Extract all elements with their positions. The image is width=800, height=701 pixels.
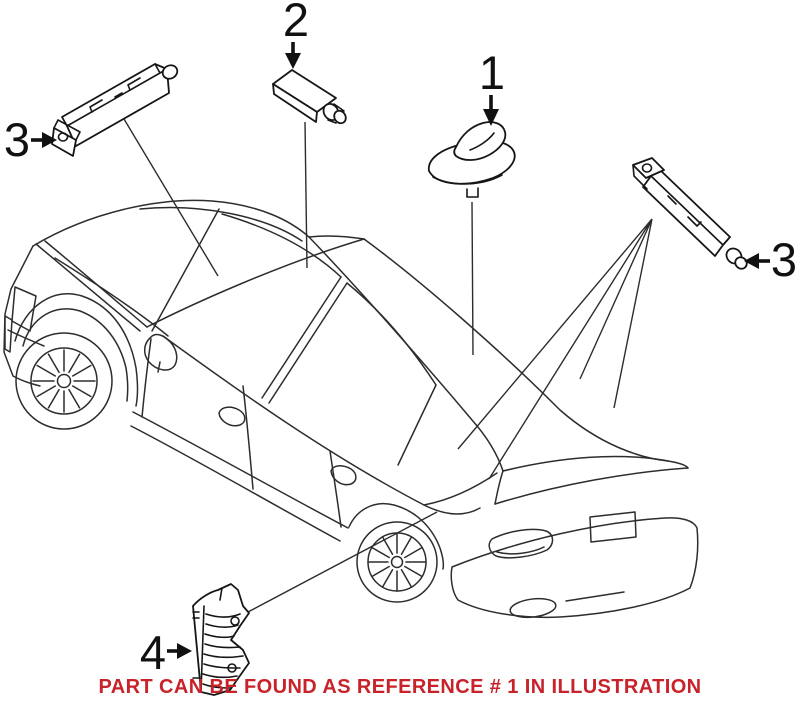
front-door-handle	[218, 406, 246, 427]
rear-door-seam	[329, 450, 342, 528]
front-wheel	[15, 332, 113, 430]
windshield-base	[35, 243, 141, 332]
part-1-roof-fin-antenna	[428, 121, 516, 198]
leader-lines	[123, 118, 653, 613]
arrow-1-icon	[483, 95, 499, 126]
leader-part1	[471, 201, 474, 356]
side-mirror	[143, 333, 178, 371]
hood-crease	[54, 257, 169, 337]
callout-labels: 1 2 3 3 4	[4, 0, 797, 679]
callout-label-3-left: 3	[4, 113, 30, 166]
front-rim	[30, 347, 98, 415]
arrow-2-icon	[285, 42, 301, 69]
tip-cylinder	[161, 64, 179, 80]
reference-caption: PART CAN BE FOUND AS REFERENCE # 1 IN IL…	[98, 676, 702, 698]
front-door-seam	[242, 385, 254, 490]
arrow-3-right-icon	[744, 253, 770, 269]
fin-blade	[453, 121, 507, 161]
rear-wheel-arch	[348, 503, 445, 570]
rear-tire	[356, 521, 438, 603]
exhaust-tip	[509, 597, 557, 619]
callout-label-1: 1	[479, 46, 505, 99]
beltline	[162, 335, 481, 515]
bracket-hole-top	[230, 616, 240, 626]
rocker-panel	[132, 411, 349, 529]
part-3-antenna-element-right	[632, 157, 748, 270]
rear-glass-far-edge	[363, 238, 669, 462]
mounting-hole	[57, 132, 69, 142]
rear-wheel	[356, 521, 438, 603]
connector-cap	[333, 109, 347, 125]
rear-glass-near-edge	[308, 236, 504, 472]
callout-label-4: 4	[140, 626, 166, 679]
front-grille	[4, 315, 13, 353]
windshield-header	[308, 235, 365, 240]
roofline	[32, 199, 310, 247]
part-4-bracket	[192, 583, 250, 696]
front-wheel-arch	[14, 292, 139, 407]
arrow-4-icon	[167, 643, 192, 659]
mounting-foot	[632, 157, 665, 179]
callout-label-2: 2	[283, 0, 309, 46]
license-plate-recess	[589, 511, 637, 543]
front-tire	[15, 332, 113, 430]
callout-label-3-right: 3	[771, 233, 797, 286]
a-pillar	[151, 208, 220, 332]
leader-part3-right-fan	[457, 218, 653, 480]
car-illustration	[3, 199, 699, 619]
rear-door-handle	[330, 465, 357, 486]
headlight	[11, 286, 37, 332]
trunk-edge	[502, 455, 669, 472]
arrow-3-left-icon	[31, 132, 57, 148]
fin-stem	[466, 187, 479, 198]
front-hub	[56, 373, 72, 389]
rear-spokes	[367, 532, 427, 592]
c-pillar	[397, 384, 437, 466]
taillight	[488, 528, 554, 559]
b-pillar	[261, 276, 342, 399]
part-3-antenna-element-left	[51, 63, 179, 157]
front-spokes	[32, 349, 96, 413]
leader-part2	[304, 121, 308, 269]
spoiler-lip	[494, 467, 689, 505]
bracket-ribs	[202, 613, 244, 689]
leader-part4	[247, 511, 438, 613]
tip-cap	[734, 256, 748, 270]
bracket-hole-bottom	[227, 663, 237, 673]
rear-hub	[390, 555, 404, 569]
leader-part3-left	[123, 118, 219, 277]
rear-bumper	[450, 517, 699, 619]
mounting-hole	[641, 163, 653, 173]
callout-arrows	[31, 42, 770, 659]
part-2-amplifier-box	[272, 69, 347, 125]
far-a-pillar	[146, 238, 365, 328]
